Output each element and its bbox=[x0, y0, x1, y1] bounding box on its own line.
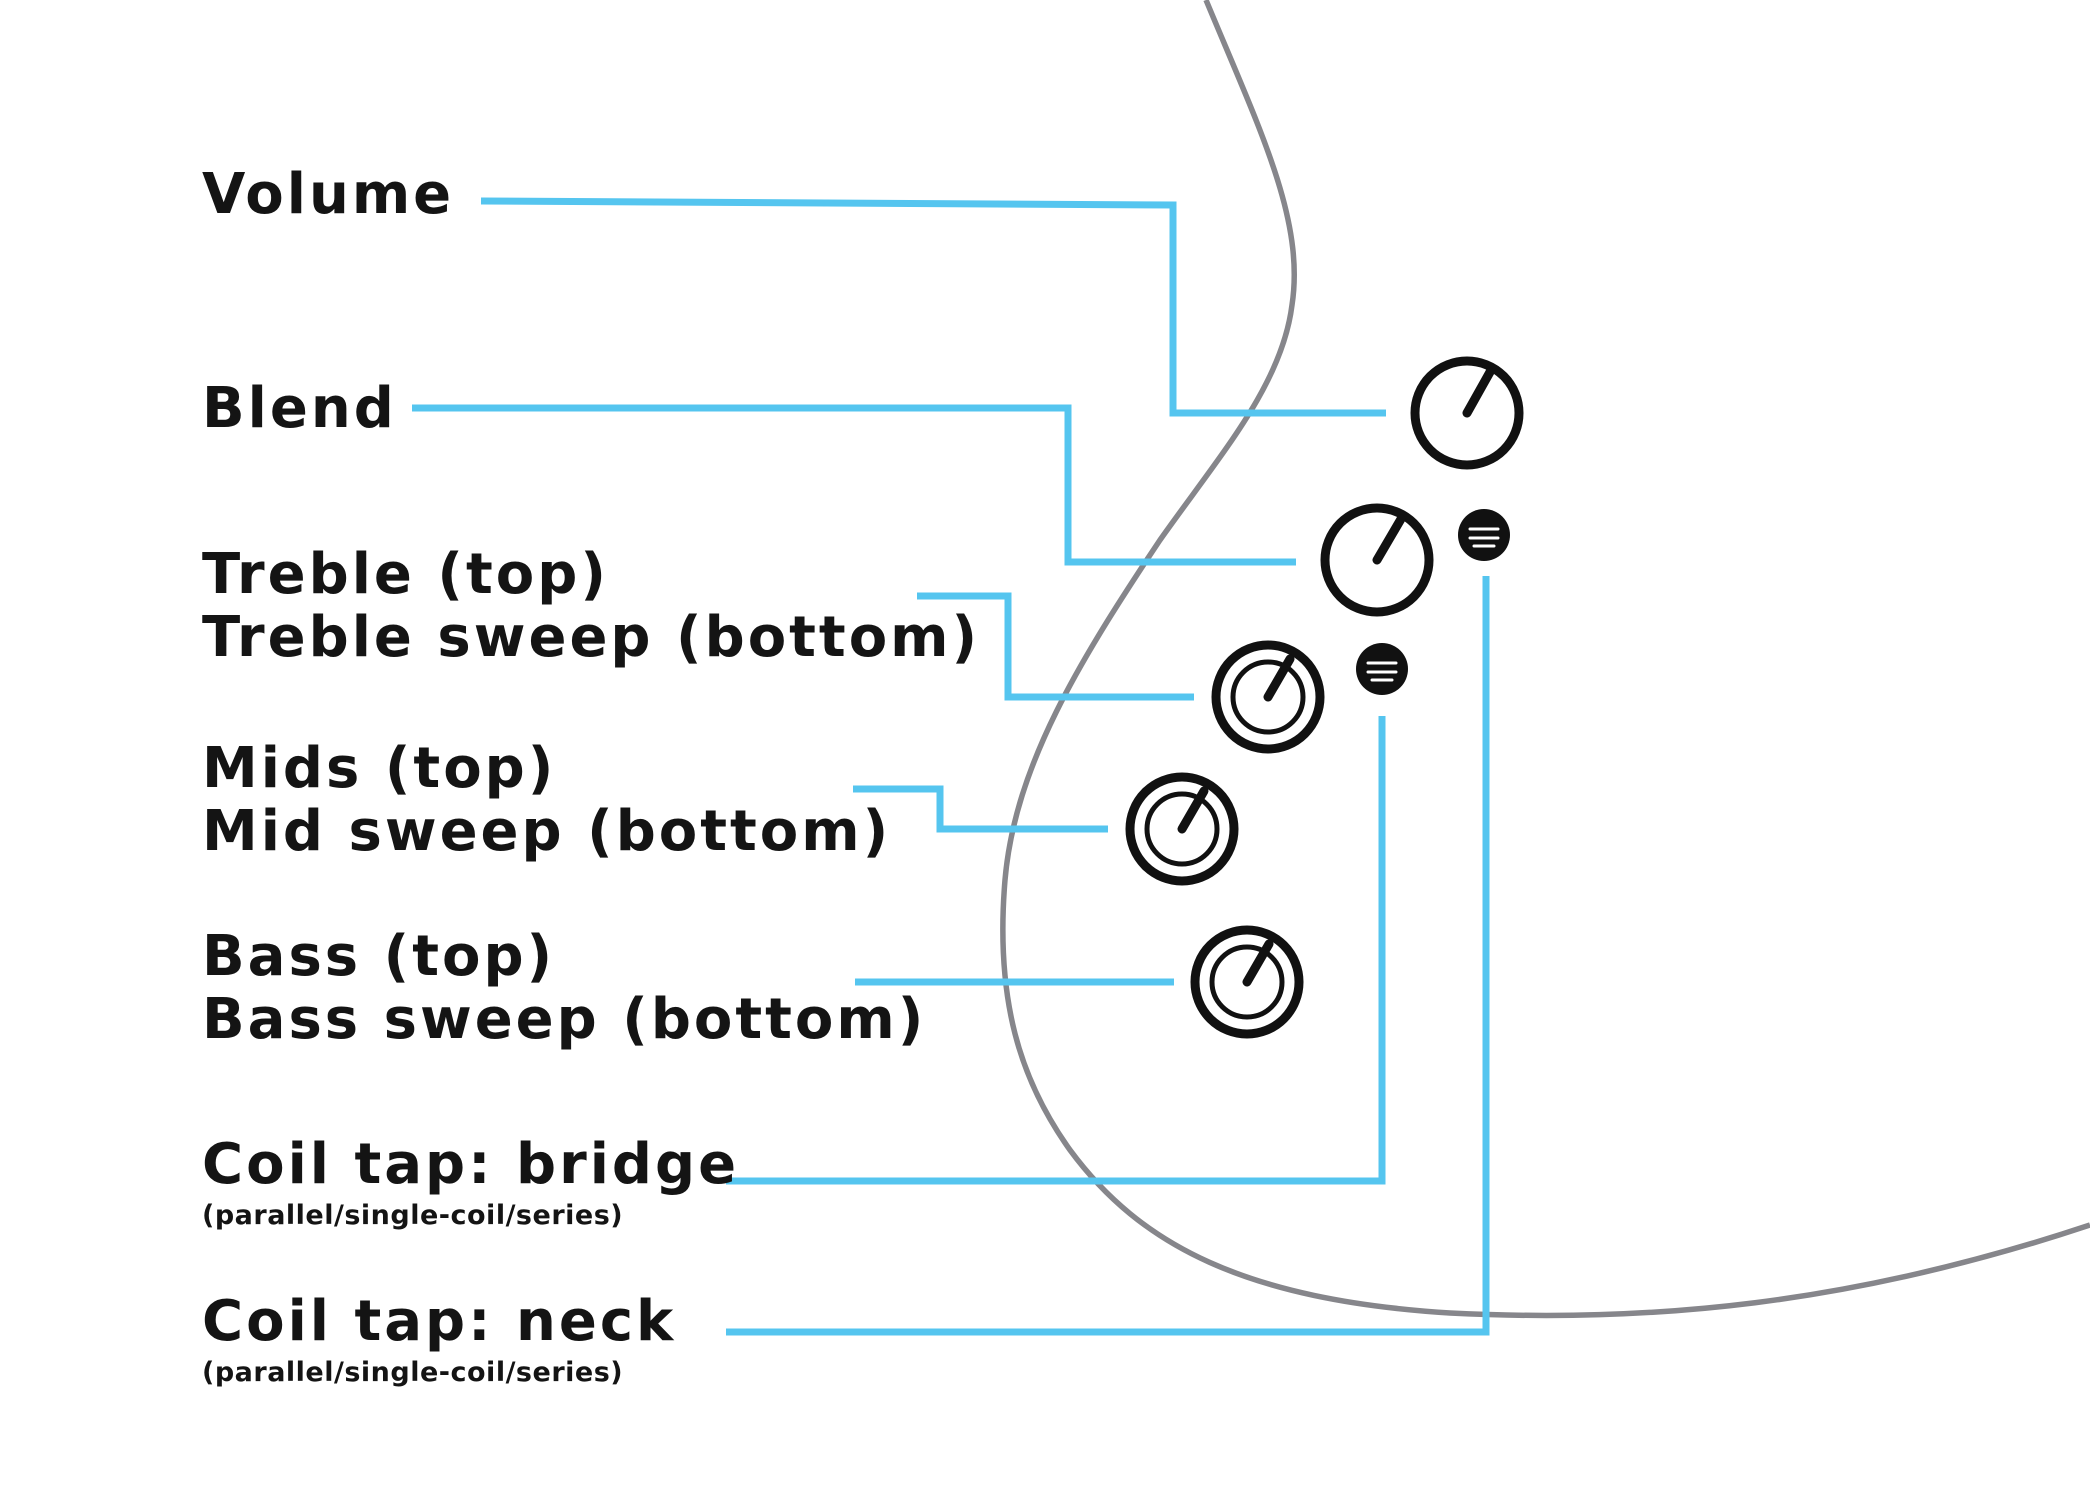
leader-coil-neck bbox=[726, 576, 1490, 1336]
label-bass-bottom: Bass sweep (bottom) bbox=[202, 987, 926, 1052]
label-bass-top: Bass (top) bbox=[202, 924, 555, 989]
leader-mids bbox=[853, 785, 1108, 833]
coil-tap-bridge-switch[interactable] bbox=[1356, 643, 1408, 695]
coil-tap-neck-switch[interactable] bbox=[1458, 509, 1510, 561]
label-blend: Blend bbox=[202, 376, 397, 441]
label-volume: Volume bbox=[202, 162, 454, 227]
label-coil-bridge-note: (parallel/single-coil/series) bbox=[202, 1200, 623, 1231]
label-mids-top: Mids (top) bbox=[202, 736, 556, 801]
label-treble-bottom: Treble sweep (bottom) bbox=[202, 605, 980, 670]
treble-stacked-knob[interactable] bbox=[1211, 640, 1325, 754]
leader-coil-bridge bbox=[726, 716, 1386, 1185]
label-coil-neck: Coil tap: neck bbox=[202, 1289, 676, 1354]
volume-knob[interactable] bbox=[1410, 356, 1524, 470]
label-mids-bottom: Mid sweep (bottom) bbox=[202, 799, 891, 864]
label-coil-bridge: Coil tap: bridge bbox=[202, 1132, 739, 1197]
label-coil-neck-note: (parallel/single-coil/series) bbox=[202, 1357, 623, 1388]
leader-volume bbox=[480, 197, 1386, 417]
mids-stacked-knob[interactable] bbox=[1125, 772, 1239, 886]
bass-stacked-knob[interactable] bbox=[1190, 925, 1304, 1039]
leader-blend bbox=[412, 404, 1296, 566]
blend-knob[interactable] bbox=[1320, 503, 1434, 617]
leader-treble bbox=[917, 592, 1194, 701]
instrument-body-outline bbox=[1000, 0, 2090, 1319]
label-treble-top: Treble (top) bbox=[202, 542, 609, 607]
